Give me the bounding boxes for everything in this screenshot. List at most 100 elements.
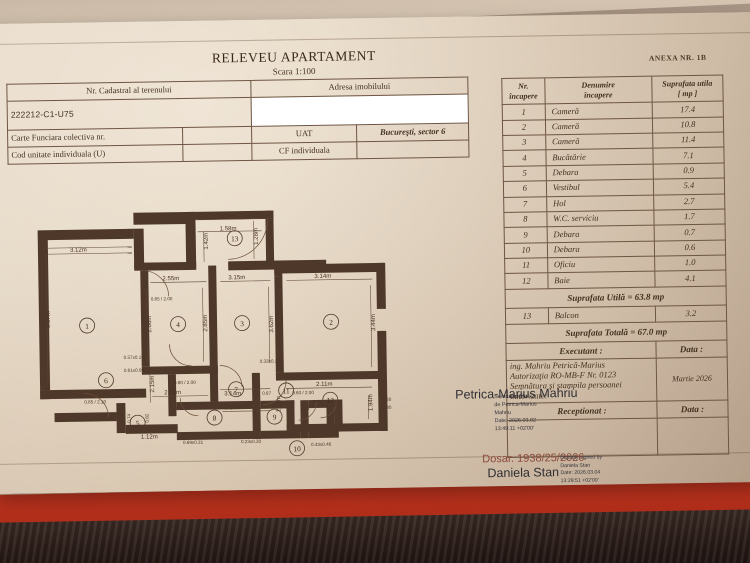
- row-area: 7.1: [652, 147, 725, 164]
- row-area: 1.7: [653, 208, 726, 226]
- uat-label: UAT: [251, 124, 357, 144]
- row-number: 12: [504, 273, 548, 290]
- svg-text:2.17m: 2.17m: [224, 404, 241, 411]
- row-number: 7: [503, 196, 547, 213]
- svg-text:0.60: 0.60: [382, 397, 391, 402]
- svg-text:7: 7: [234, 385, 238, 394]
- svg-text:3.62m: 3.62m: [268, 316, 275, 333]
- svg-text:3.14m: 3.14m: [224, 390, 241, 397]
- svg-text:2: 2: [329, 318, 333, 327]
- svg-text:0.85 / 2.00: 0.85 / 2.00: [151, 296, 173, 301]
- row-name: W.C. serviciu: [546, 210, 654, 228]
- row-name: Baie: [547, 271, 655, 289]
- document-content: RELEVEU APARTAMENT Scara 1:100 ANEXA NR.…: [0, 12, 750, 494]
- header-table: Nr. Cadastral al terenului Adresa imobil…: [6, 77, 470, 165]
- svg-text:0.23x0.30: 0.23x0.30: [241, 439, 262, 444]
- room-marker-9: [266, 408, 283, 425]
- room-marker-7: [228, 381, 245, 398]
- svg-text:5: 5: [136, 419, 140, 428]
- receptionat-body-row: [507, 416, 729, 458]
- row-number: 6: [503, 180, 547, 198]
- svg-text:0.61x0.08: 0.61x0.08: [124, 368, 145, 373]
- plan-room-markers: 1 2 3 4 5 6 7 8 9 10 11 12 13: [79, 230, 339, 457]
- row-area: 0.9: [652, 162, 725, 180]
- svg-text:1.94m: 1.94m: [367, 394, 374, 411]
- svg-text:0.88: 0.88: [300, 406, 309, 411]
- row-number: 1: [502, 104, 546, 121]
- row-number: 13: [505, 308, 549, 325]
- data-label-executant: Data :: [655, 340, 728, 359]
- svg-text:5.57m: 5.57m: [45, 311, 52, 328]
- row-name: Cameră: [545, 117, 653, 135]
- svg-text:3.14m: 3.14m: [314, 273, 331, 280]
- unit-code-label: Cod unitate individuala (U): [7, 144, 184, 165]
- row-name: Cameră: [544, 102, 653, 120]
- row-area: 0.6: [654, 239, 726, 257]
- svg-text:1: 1: [85, 322, 89, 331]
- row-number: 4: [502, 150, 546, 167]
- room-marker-12: [322, 391, 339, 408]
- room-marker-10: [289, 440, 305, 457]
- svg-text:0.82: 0.82: [144, 413, 149, 422]
- row-area: 11.4: [652, 131, 724, 149]
- row-name: Balcon: [548, 306, 656, 324]
- svg-text:0.80 / 2.00: 0.80 / 2.00: [174, 380, 196, 385]
- row-name: Vestibul: [546, 179, 654, 197]
- svg-text:0.74: 0.74: [126, 413, 131, 422]
- svg-text:4: 4: [176, 320, 180, 329]
- cadastral-value[interactable]: 222212-C1-U75: [7, 97, 252, 131]
- row-area: 4.1: [654, 270, 727, 287]
- svg-text:3.12m: 3.12m: [70, 247, 87, 254]
- address-value-redacted[interactable]: [251, 94, 469, 127]
- unit-code-value[interactable]: [182, 143, 253, 162]
- svg-text:0.80: 0.80: [382, 405, 391, 410]
- row-name: Oficiu: [547, 256, 655, 274]
- svg-text:0.69x0.31: 0.69x0.31: [183, 440, 204, 445]
- plan-door-swings: [84, 218, 337, 421]
- room-marker-11: [278, 382, 295, 399]
- receptioner-digital-signature-details: Digitally signed by Daniela Stan Date: 2…: [560, 454, 603, 484]
- row-name: Bucătărie: [545, 148, 653, 166]
- plan-opening-dimensions: 0.57x0.19 0.61x0.08 0.33x0.15 0.69x0.31 …: [84, 296, 392, 447]
- svg-text:10: 10: [293, 444, 301, 453]
- svg-text:2.11m: 2.11m: [316, 381, 333, 388]
- svg-text:1.11m: 1.11m: [275, 396, 282, 413]
- row-number: 2: [502, 119, 546, 136]
- room-marker-8: [206, 409, 223, 426]
- plan-dimension-lines: [43, 218, 373, 420]
- svg-text:2.15m: 2.15m: [149, 376, 156, 393]
- svg-text:6: 6: [104, 376, 108, 385]
- column-header-number: Nr.încapere: [501, 77, 545, 105]
- row-area: 10.8: [652, 116, 724, 134]
- row-name: Hol: [546, 194, 654, 212]
- annex-label: ANEXA NR. 1B: [648, 52, 707, 63]
- svg-text:2.52m: 2.52m: [164, 389, 181, 396]
- room-marker-5: [129, 414, 146, 431]
- column-header-area: Suprafata utila[ mp ]: [651, 75, 724, 103]
- cf-collective-value[interactable]: [182, 126, 252, 145]
- uat-value: Bucureşti, sector 6: [356, 123, 469, 142]
- receptionat-date: [656, 416, 729, 455]
- svg-text:2.55m: 2.55m: [162, 275, 179, 282]
- cf-individual-value[interactable]: [356, 140, 470, 159]
- row-number: 11: [504, 257, 548, 274]
- row-area: 5.4: [653, 178, 725, 195]
- svg-text:2.34m: 2.34m: [219, 213, 236, 220]
- row-number: 10: [504, 242, 548, 259]
- row-name: Debara: [547, 240, 655, 258]
- document-title-block: RELEVEU APARTAMENT Scara 1:100: [129, 47, 459, 79]
- svg-text:1.42m: 1.42m: [203, 233, 210, 250]
- svg-text:0.43x0.46: 0.43x0.46: [311, 442, 332, 447]
- row-area: 17.4: [651, 101, 724, 118]
- row-name: Debara: [545, 163, 654, 181]
- svg-text:12: 12: [327, 396, 335, 405]
- row-number: 9: [504, 227, 548, 244]
- room-marker-4: [170, 316, 186, 333]
- svg-text:13: 13: [231, 234, 239, 243]
- row-area: 1.0: [654, 255, 726, 272]
- svg-text:3: 3: [240, 319, 244, 328]
- row-number: 8: [503, 211, 547, 228]
- svg-text:1.58m: 1.58m: [220, 225, 237, 232]
- row-area: 2.7: [653, 193, 725, 211]
